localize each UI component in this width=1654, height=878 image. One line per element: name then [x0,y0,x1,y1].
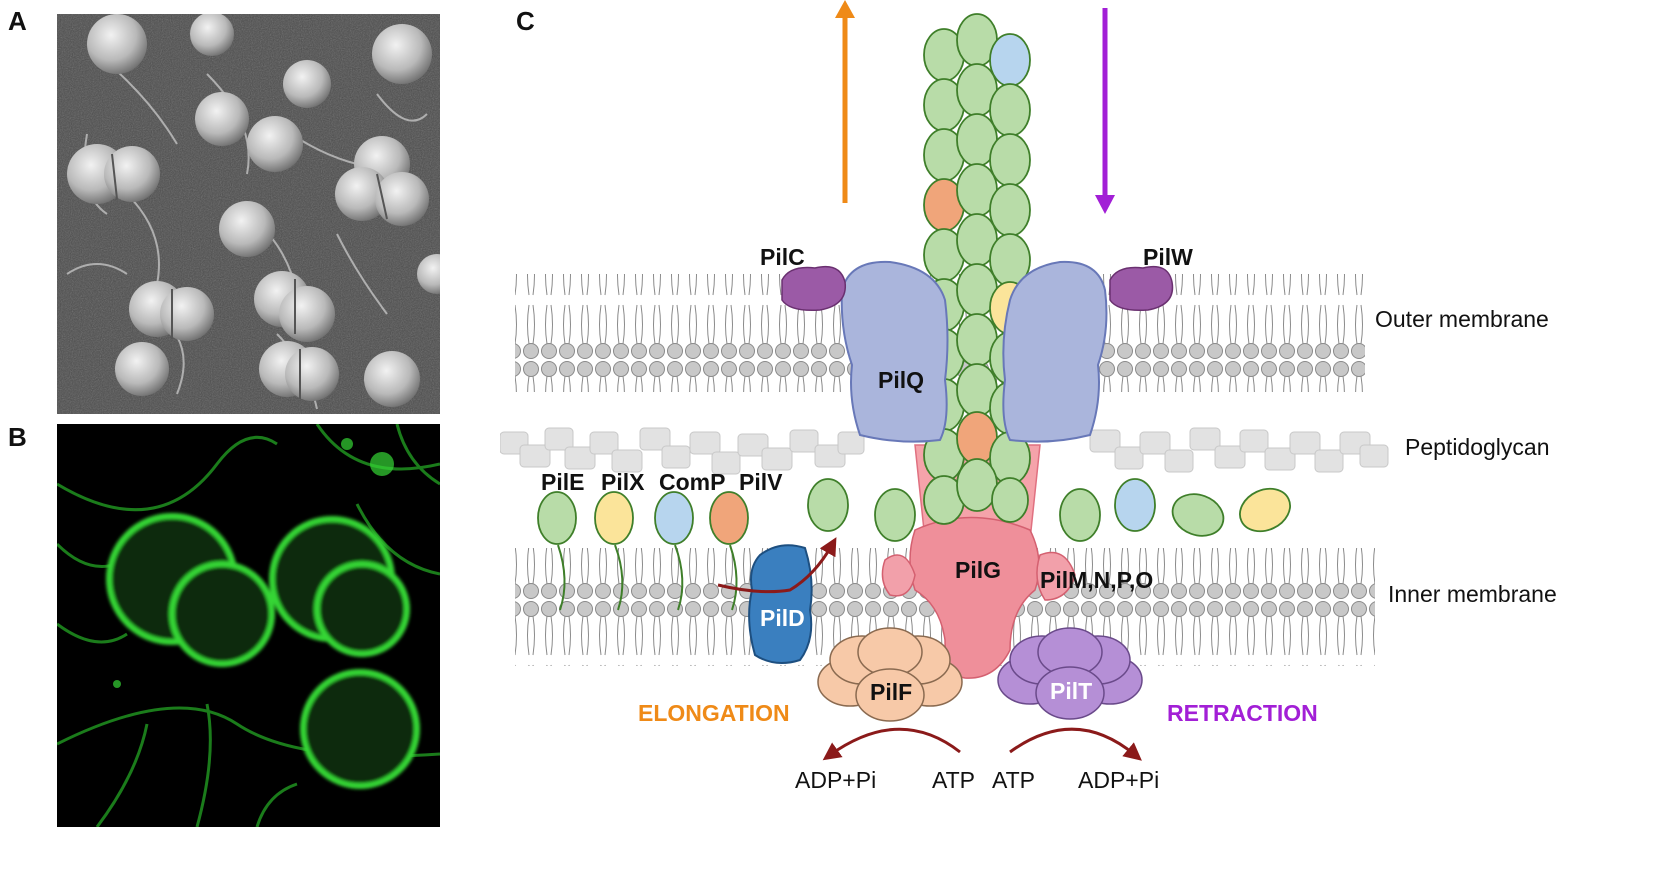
panel-label-a: A [8,6,27,36]
pilg [909,516,1040,679]
label-pile: PilE [541,469,584,495]
pilc [781,265,847,312]
label-comp: ComP [659,469,725,495]
pilq-right [1002,260,1108,443]
pilg-side-left [881,554,916,597]
label-outer-membrane: Outer membrane [1375,306,1549,332]
pilf [817,627,963,722]
membrane-pilins [537,491,749,611]
pilus-diagram: PilC PilW PilQ PilG PilM,N,P,O PilD PilF… [500,0,1557,793]
label-pilv: PilV [739,469,783,495]
pild-processing-arrow [717,537,837,594]
sem-micrograph [57,14,440,414]
fluorescence-micrograph [57,424,440,827]
label-peptidoglycan: Peptidoglycan [1405,434,1550,460]
label-inner-membrane: Inner membrane [1388,581,1557,607]
label-atp-left: ATP [932,767,975,793]
panel-label-c: C [516,6,535,36]
label-pilt: PilT [1050,678,1092,704]
pilq-left [840,260,949,443]
label-pilc: PilC [760,244,805,270]
label-pilq: PilQ [878,367,924,393]
atp-arrow-left [822,727,961,761]
label-pilg: PilG [955,557,1001,583]
pilmnpo-complex [1036,551,1076,601]
label-elongation: ELONGATION [638,700,790,726]
label-adp-left: ADP+Pi [795,767,876,793]
peptidoglycan-layer [500,427,1389,475]
label-pilf: PilF [870,679,912,705]
retraction-arrow-head [1095,195,1115,214]
label-pilw: PilW [1143,244,1193,270]
atp-arrow-right [1009,727,1142,761]
label-pilx: PilX [601,469,645,495]
panel-label-b: B [8,422,27,452]
label-adp-right: ADP+Pi [1078,767,1159,793]
elongation-arrow-head [835,0,855,18]
pilus-fiber [923,13,1031,525]
label-pilmnpo: PilM,N,P,O [1040,567,1153,593]
label-atp-right: ATP [992,767,1035,793]
pilw [1109,265,1174,312]
label-retraction: RETRACTION [1167,700,1318,726]
label-pild: PilD [760,605,805,631]
pilt [997,627,1143,720]
periplasmic-pilins [807,478,1291,542]
